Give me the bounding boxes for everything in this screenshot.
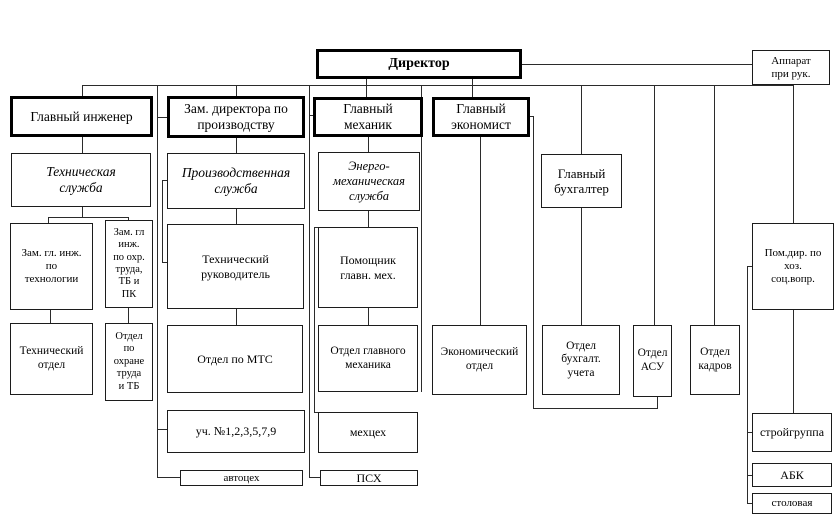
connector-line	[236, 308, 237, 325]
connector-line	[747, 266, 752, 267]
connector-line	[82, 137, 83, 153]
connector-line	[48, 217, 49, 223]
box-deputy-tech: Зам. гл. инж. по технологии	[10, 223, 93, 310]
box-chief-accountant: Главный бухгалтер	[541, 154, 622, 208]
box-director: Директор	[316, 49, 522, 79]
connector-line	[747, 475, 752, 476]
connector-line	[472, 79, 473, 97]
connector-line	[236, 85, 237, 96]
connector-line	[314, 227, 315, 413]
connector-line	[82, 85, 83, 96]
box-abk: АБК	[752, 463, 832, 487]
box-deputy-safety: Зам. гл инж. по охр. труда, ТБ и ПК	[105, 220, 153, 308]
box-chief-mech-dept: Отдел главного механика	[318, 325, 418, 392]
connector-line	[714, 85, 715, 325]
connector-line	[157, 117, 167, 118]
box-tech-service: Техническая служба	[11, 153, 151, 207]
box-chief-economist: Главный экономист	[432, 97, 530, 137]
connector-line	[533, 408, 658, 409]
connector-line	[236, 138, 237, 153]
connector-line	[793, 310, 794, 413]
box-assistant-mech: Помощник главн. мех.	[318, 227, 418, 308]
connector-line	[82, 85, 794, 86]
connector-line	[162, 180, 167, 181]
box-mts-dept: Отдел по МТС	[167, 325, 303, 393]
connector-line	[530, 116, 533, 117]
connector-line	[48, 217, 129, 218]
connector-line	[368, 308, 369, 325]
connector-line	[314, 227, 318, 228]
connector-line	[747, 266, 748, 504]
box-tech-dept: Технический отдел	[10, 323, 93, 395]
box-build-group: стройгруппа	[752, 413, 832, 452]
connector-line	[657, 397, 658, 409]
connector-line	[654, 85, 655, 325]
connector-line	[581, 85, 582, 154]
connector-line	[581, 208, 582, 325]
box-canteen: столовая	[752, 493, 832, 514]
connector-line	[747, 432, 752, 433]
connector-line	[50, 310, 51, 323]
connector-line	[368, 211, 369, 227]
connector-line	[236, 209, 237, 224]
box-mech-shop: мехцех	[318, 412, 418, 453]
connector-line	[157, 85, 158, 477]
box-sections: уч. №1,2,3,5,7,9	[167, 410, 305, 453]
connector-line	[480, 137, 481, 325]
box-auto-shop: автоцех	[180, 470, 303, 486]
box-energo-service: Энерго- механическая служба	[318, 152, 420, 211]
box-apparat: Аппарат при рук.	[752, 50, 830, 85]
connector-line	[793, 85, 794, 223]
connector-line	[314, 412, 318, 413]
connector-line	[309, 477, 320, 478]
connector-line	[157, 429, 167, 430]
connector-line	[421, 85, 422, 392]
connector-line	[128, 308, 129, 323]
box-pom-dir: Пом.дир. по хоз. соц.вопр.	[752, 223, 834, 310]
connector-line	[366, 79, 367, 97]
box-chief-mechanic: Главный механик	[313, 97, 423, 137]
connector-line	[533, 116, 534, 409]
box-psh: ПСХ	[320, 470, 418, 486]
connector-line	[162, 262, 167, 263]
box-hr-dept: Отдел кадров	[690, 325, 740, 395]
box-tech-director: Технический руководитель	[167, 224, 304, 309]
box-econ-dept: Экономический отдел	[432, 325, 527, 395]
connector-line	[309, 115, 313, 116]
connector-line	[747, 503, 752, 504]
connector-line	[128, 217, 129, 220]
box-prod-service: Производственная служба	[167, 153, 305, 209]
box-safety-dept: Отдел по охране труда и ТБ	[105, 323, 153, 401]
connector-line	[368, 137, 369, 152]
connector-line	[309, 85, 310, 477]
connector-line	[162, 180, 163, 263]
connector-line	[82, 207, 83, 217]
connector-line	[522, 64, 752, 65]
box-asu-dept: Отдел АСУ	[633, 325, 672, 397]
box-chief-engineer: Главный инженер	[10, 96, 153, 137]
box-deputy-production: Зам. директора по производству	[167, 96, 305, 138]
connector-line	[157, 477, 180, 478]
box-accounting-dept: Отдел бухгалт. учета	[542, 325, 620, 395]
